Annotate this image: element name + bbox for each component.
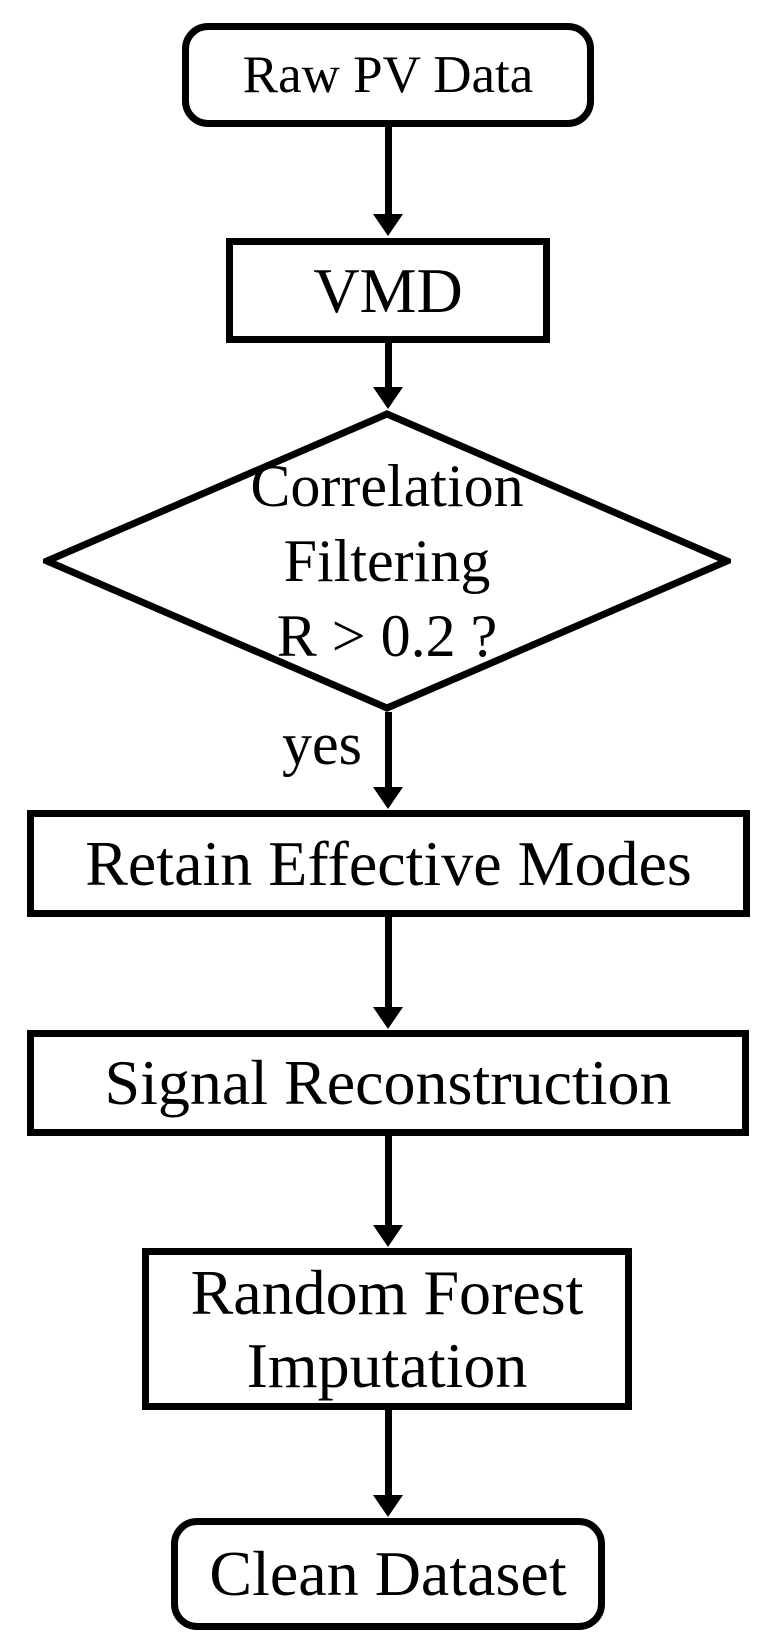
node-correlation-filtering-decision: Correlation Filtering R > 0.2 ? — [43, 410, 731, 712]
decision-label: Correlation Filtering R > 0.2 ? — [43, 410, 731, 712]
node-label: Signal Reconstruction — [104, 1047, 672, 1118]
decision-diamond-outline — [43, 410, 731, 712]
arrow-shaft — [384, 1136, 392, 1225]
decision-label-line: Correlation — [250, 452, 524, 519]
arrow-head-icon — [373, 1225, 403, 1247]
node-vmd: VMD — [226, 238, 550, 343]
arrow-shaft — [384, 127, 392, 214]
node-raw-pv-data: Raw PV Data — [182, 23, 594, 127]
arrow-raw-pv-data-to-vmd — [373, 127, 403, 236]
arrow-correlation-filtering-to-retain-effective-modes — [373, 712, 403, 809]
arrow-signal-reconstruction-to-random-forest-imputation — [373, 1136, 403, 1247]
decision-label-line: Filtering — [283, 527, 491, 594]
node-label: Raw PV Data — [242, 46, 534, 104]
node-label: Imputation — [246, 1330, 528, 1401]
arrow-retain-effective-modes-to-signal-reconstruction — [373, 917, 403, 1029]
node-signal-reconstruction: Signal Reconstruction — [27, 1030, 749, 1136]
node-label: Retain Effective Modes — [85, 827, 692, 899]
arrow-head-icon — [373, 214, 403, 236]
node-label: VMD — [313, 254, 463, 326]
arrow-vmd-to-correlation-filtering — [373, 343, 403, 409]
node-label: Random Forest — [190, 1257, 584, 1328]
node-clean-dataset: Clean Dataset — [171, 1518, 605, 1630]
node-retain-effective-modes: Retain Effective Modes — [27, 810, 750, 917]
decision-diamond-shape — [43, 410, 731, 712]
node-label: Clean Dataset — [209, 1538, 567, 1609]
arrow-shaft — [384, 1410, 392, 1495]
decision-label-line: R > 0.2 ? — [276, 602, 498, 669]
arrow-random-forest-imputation-to-clean-dataset — [373, 1410, 403, 1517]
arrow-shaft — [384, 343, 392, 387]
arrow-shaft — [384, 917, 392, 1007]
edge-label-yes: yes — [282, 711, 362, 777]
arrow-head-icon — [373, 1007, 403, 1029]
arrow-head-icon — [373, 387, 403, 409]
arrow-head-icon — [373, 787, 403, 809]
node-random-forest-imputation: Random Forest Imputation — [142, 1248, 632, 1410]
arrow-shaft — [384, 712, 392, 787]
arrow-head-icon — [373, 1495, 403, 1517]
